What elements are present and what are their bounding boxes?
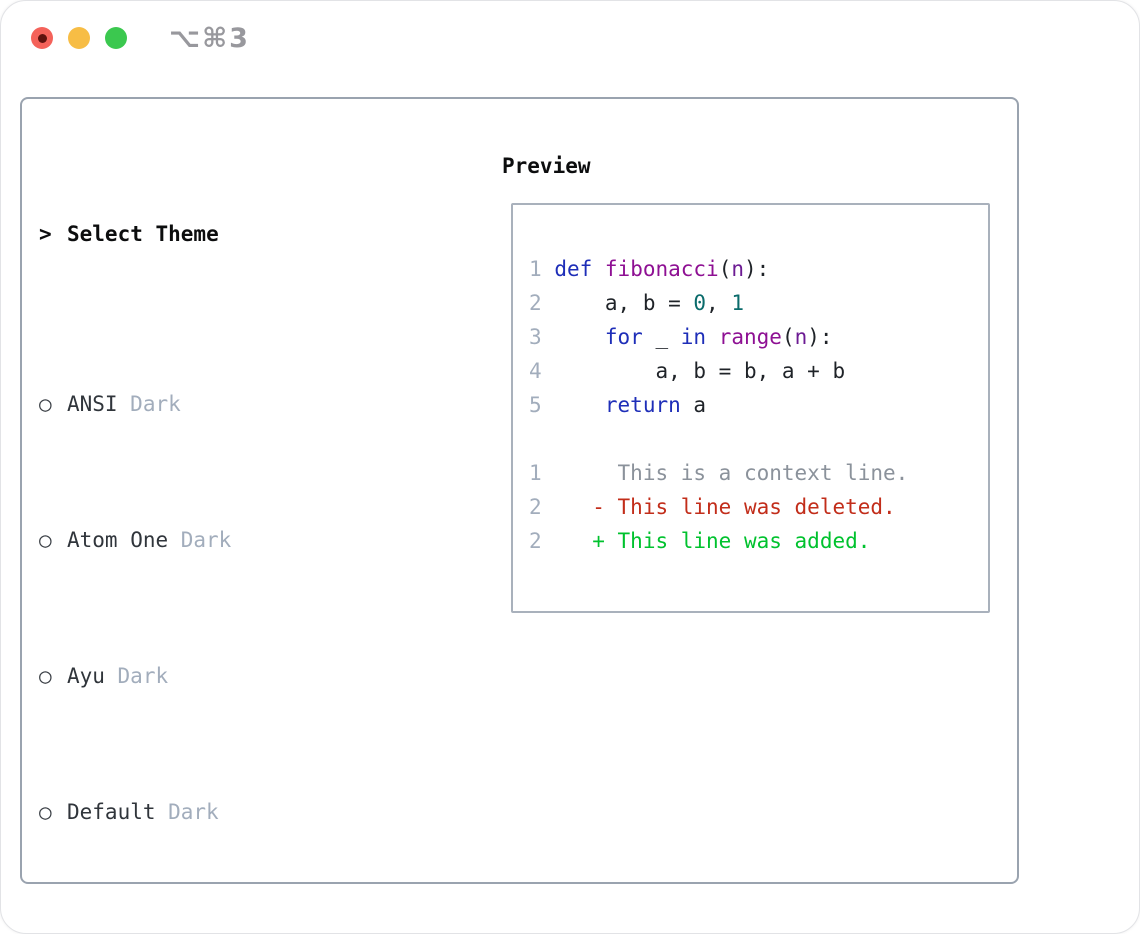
theme-variant-badge: Dark <box>168 800 219 824</box>
theme-option[interactable]: ○ ANSI Dark <box>39 387 393 421</box>
preview-box: 1 def fibonacci(n): 2 a, b = 0, 1 3 for _ … <box>511 203 990 613</box>
code-line: 2 - This line was deleted. <box>529 495 896 519</box>
select-theme-header: > Select Theme <box>39 217 393 251</box>
focus-caret-icon: > <box>39 222 52 246</box>
select-theme-title: Select Theme <box>67 222 219 246</box>
code-line: 2 a, b = 0, 1 <box>529 291 744 315</box>
theme-name: Atom One <box>67 528 169 552</box>
minimize-button[interactable] <box>68 27 90 49</box>
code-line: 1 def fibonacci(n): <box>529 257 770 281</box>
window-title: ⌥⌘3 <box>169 23 250 54</box>
code-line: 1 This is a context line. <box>529 461 909 485</box>
radio-icon: ○ <box>39 800 52 824</box>
theme-variant-badge: Dark <box>130 392 181 416</box>
theme-variant-badge: Dark <box>180 528 232 552</box>
theme-option[interactable]: ○ Ayu Dark <box>39 659 393 693</box>
close-dot-icon <box>37 33 47 43</box>
theme-name: Ayu <box>67 664 105 688</box>
code-preview: 1 def fibonacci(n): 2 a, b = 0, 1 3 for _ … <box>513 205 988 558</box>
zoom-button[interactable] <box>105 27 127 49</box>
theme-name: Default <box>67 800 156 824</box>
code-line: 4 a, b = b, a + b <box>529 359 846 383</box>
radio-icon: ○ <box>39 392 52 416</box>
code-line <box>529 422 988 456</box>
radio-icon: ○ <box>39 528 52 552</box>
theme-variant-badge: Dark <box>117 664 169 688</box>
code-line: 5 return a <box>529 393 707 417</box>
close-button[interactable] <box>31 27 53 49</box>
preview-title: Preview <box>502 154 591 178</box>
code-line: 3 for _ in range(n): <box>529 325 833 349</box>
titlebar: ⌥⌘3 <box>1 1 1139 75</box>
theme-option[interactable]: ○ Atom One Dark <box>39 523 393 557</box>
theme-option[interactable]: ○ Default Dark <box>39 795 393 829</box>
code-line: 2 + This line was added. <box>529 529 871 553</box>
theme-name: ANSI <box>67 392 118 416</box>
radio-icon: ○ <box>39 664 52 688</box>
